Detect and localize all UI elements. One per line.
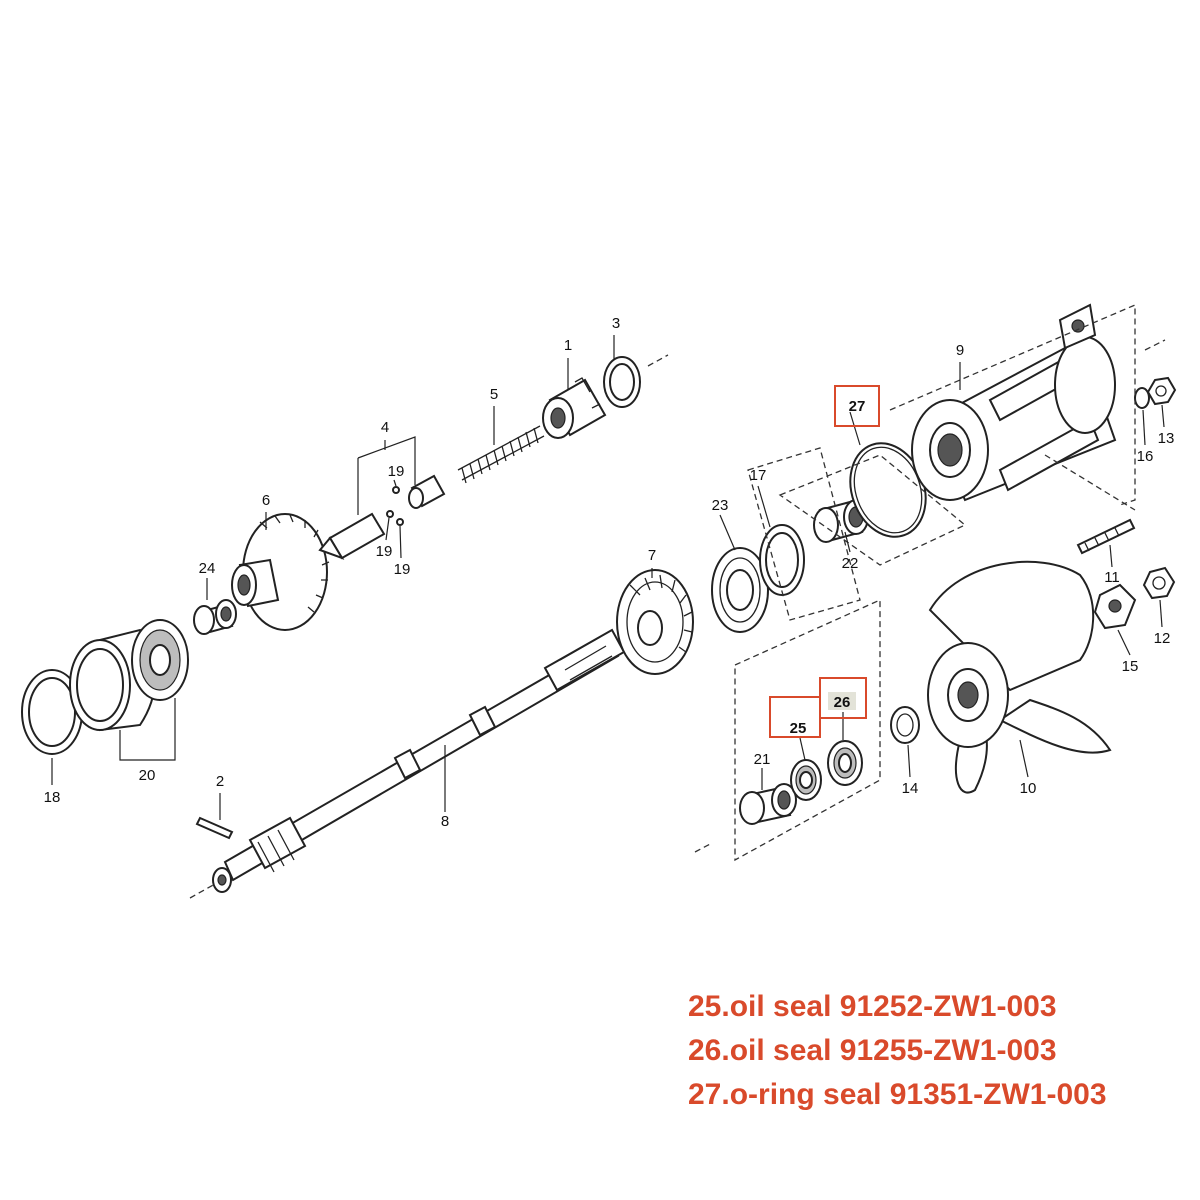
reverse-gear-6	[231, 513, 330, 631]
callout-20: 20	[139, 767, 156, 784]
callout-21: 21	[754, 751, 771, 768]
callout-15: 15	[1122, 658, 1139, 675]
callout-9: 9	[956, 342, 964, 359]
highlighted-callouts: 25 26 27	[769, 385, 880, 738]
callout-5: 5	[490, 386, 498, 403]
callout-24: 24	[199, 560, 216, 577]
callout-labels: 1 2 3 4 5 6 7 8 9 10 11 12 13 14 15 16 1…	[44, 315, 1175, 830]
callout-2: 2	[216, 773, 224, 790]
needle-bearing-21	[739, 783, 797, 825]
highlight-box-27	[834, 385, 880, 427]
propeller-10	[927, 560, 1112, 794]
callout-17: 17	[750, 467, 767, 484]
callout-19-left: 19	[376, 543, 393, 560]
legend-item-25: 25.oil seal 91252-ZW1-003	[688, 990, 1057, 1023]
callout-19-right: 19	[394, 561, 411, 578]
oil-seal-25	[790, 759, 822, 801]
washer-16	[1134, 387, 1150, 409]
stud-11	[1076, 518, 1136, 555]
forward-gear-7	[616, 569, 694, 675]
callout-26-fill	[828, 692, 856, 710]
propeller-shaft	[189, 628, 626, 899]
thrust-bearing-23	[711, 547, 769, 633]
callout-8: 8	[441, 813, 449, 830]
legend-item-27: 27.o-ring seal 91351-ZW1-003	[688, 1078, 1107, 1111]
spacer-14	[890, 706, 920, 744]
thrust-washer-17	[759, 524, 805, 596]
bearing-holder-9	[911, 303, 1117, 502]
callout-3: 3	[612, 315, 620, 332]
callout-23: 23	[712, 497, 729, 514]
callout-11: 11	[1104, 569, 1120, 586]
needle-bearing-24	[193, 599, 237, 635]
callout-16: 16	[1137, 448, 1154, 465]
callout-19-top: 19	[388, 463, 405, 480]
nut-13	[1146, 376, 1177, 406]
callout-26: 26	[834, 694, 851, 711]
callout-10: 10	[1020, 780, 1037, 797]
oil-seal-26	[827, 740, 863, 786]
thrust-ring-18	[21, 669, 83, 755]
callout-6: 6	[262, 492, 270, 509]
shifter-pin-4	[318, 474, 446, 560]
callout-12: 12	[1154, 630, 1171, 647]
shift-spring-5	[457, 425, 545, 484]
tapered-bearing-20	[69, 619, 189, 732]
parts-legend: 25.oil seal 91252-ZW1-003 26.oil seal 91…	[688, 985, 1107, 1117]
callout-14: 14	[902, 780, 919, 797]
callout-4: 4	[381, 419, 389, 436]
callout-27: 27	[849, 398, 866, 415]
callout-7: 7	[648, 547, 656, 564]
nut-12	[1142, 566, 1176, 600]
thrust-washer-3	[603, 354, 669, 408]
highlight-box-26	[819, 677, 867, 719]
callout-1: 1	[564, 337, 572, 354]
clutch-shifter-1	[542, 377, 607, 439]
legend-item-26: 26.oil seal 91255-ZW1-003	[688, 1034, 1057, 1067]
leader-lines	[51, 335, 1165, 820]
pin-2	[195, 816, 234, 840]
group-outlines	[694, 304, 1166, 862]
callout-13: 13	[1158, 430, 1175, 447]
washer-15	[1093, 583, 1137, 630]
callout-25: 25	[790, 720, 807, 737]
callout-22: 22	[842, 555, 859, 572]
callout-18: 18	[44, 789, 61, 806]
